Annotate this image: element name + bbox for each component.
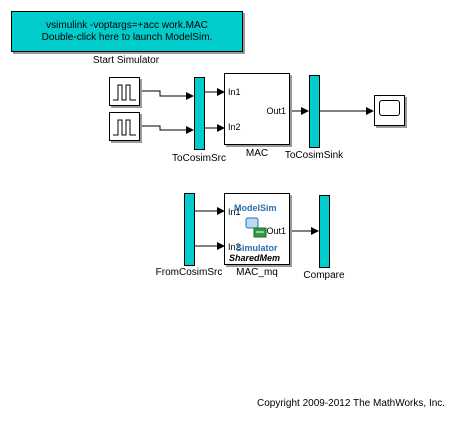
wire-gen1-src [140,90,194,100]
compare-block[interactable] [319,195,330,268]
scope-block[interactable] [374,95,405,126]
shared-mem-label: SharedMem [229,253,281,263]
mac-in1-port: In1 [228,87,241,97]
scope-screen-icon [379,100,400,116]
wire-gen2-src [140,125,194,134]
to-cosim-sink-block[interactable] [309,75,320,148]
mac-mq-out1-port: Out1 [266,226,286,236]
from-cosim-src-label: FromCosimSrc [155,267,223,278]
launch-hint-text: Double-click here to launch ModelSim. [41,32,213,43]
mac-out1-port: Out1 [266,106,286,116]
to-cosim-sink-label: ToCosimSink [284,150,344,161]
modelsim-logo-bottom: Simulator [236,243,278,253]
step-signal-icon [113,84,136,101]
step-signal-icon [113,119,136,136]
launch-modelsim-button[interactable]: vsimulink -voptargs=+acc work.MAC Double… [11,11,243,52]
mac-mq-in2-port: In2 [228,242,241,252]
launch-command-text: vsimulink -voptargs=+acc work.MAC [46,20,208,31]
from-cosim-src-block[interactable] [184,193,195,266]
to-cosim-src-label: ToCosimSrc [172,153,226,164]
signal-generator-2[interactable] [109,112,140,141]
mac-mq-block[interactable]: ModelSim In1 In2 Out1 Simulator SharedMe… [224,193,290,265]
mac-label: MAC [245,148,269,159]
mac-block[interactable]: In1 In2 Out1 [224,73,290,145]
mac-mq-label: MAC_mq [236,267,278,278]
mac-mq-in1-port: In1 [228,207,241,217]
mac-in2-port: In2 [228,122,241,132]
compare-label: Compare [303,270,345,281]
modelsim-logo-top: ModelSim [234,203,277,213]
copyright-text: Copyright 2009-2012 The MathWorks, Inc. [257,398,446,409]
signal-generator-1[interactable] [109,77,140,106]
to-cosim-src-block[interactable] [194,77,205,150]
modelsim-logo-icon [245,217,267,238]
start-simulator-caption: Start Simulator [92,55,160,66]
